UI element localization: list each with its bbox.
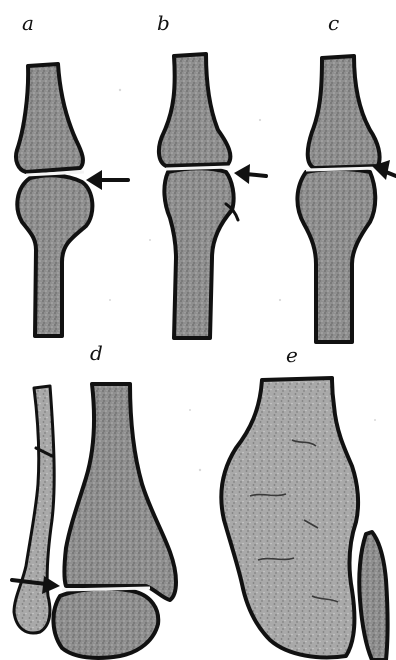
panel-label-d: d [90,341,103,365]
panel-c-joint-space [306,168,378,170]
panel-a-lower-bone [17,175,92,336]
panel-a-upper-bone [16,64,83,172]
panel-label-a: a [22,11,34,35]
panel-c-lower-bone [297,169,375,342]
panel-label-e: e [286,343,298,367]
panel-label-c: c [328,11,339,35]
panel-b-joint-space [166,167,230,169]
panel-d-talus [53,589,158,658]
panel-e-adjacent-bone [359,532,387,660]
panel-e: e [221,343,387,660]
panel-d-fibula [14,386,54,633]
panel-c: c [297,11,396,342]
panel-a-arrow-icon [86,170,128,190]
panel-label-b: b [157,11,170,35]
panel-b-upper-bone [159,54,230,166]
panel-d-joint-space [62,588,150,590]
panel-d-tibia [65,384,177,600]
panel-b-lower-bone [164,168,233,338]
panel-e-deformed-joint [221,378,358,657]
panel-b: b [157,11,266,338]
panel-b-arrow-icon [234,164,266,184]
panel-a: a [16,11,128,336]
panel-d: d [12,341,176,658]
panel-c-upper-bone [308,56,380,168]
